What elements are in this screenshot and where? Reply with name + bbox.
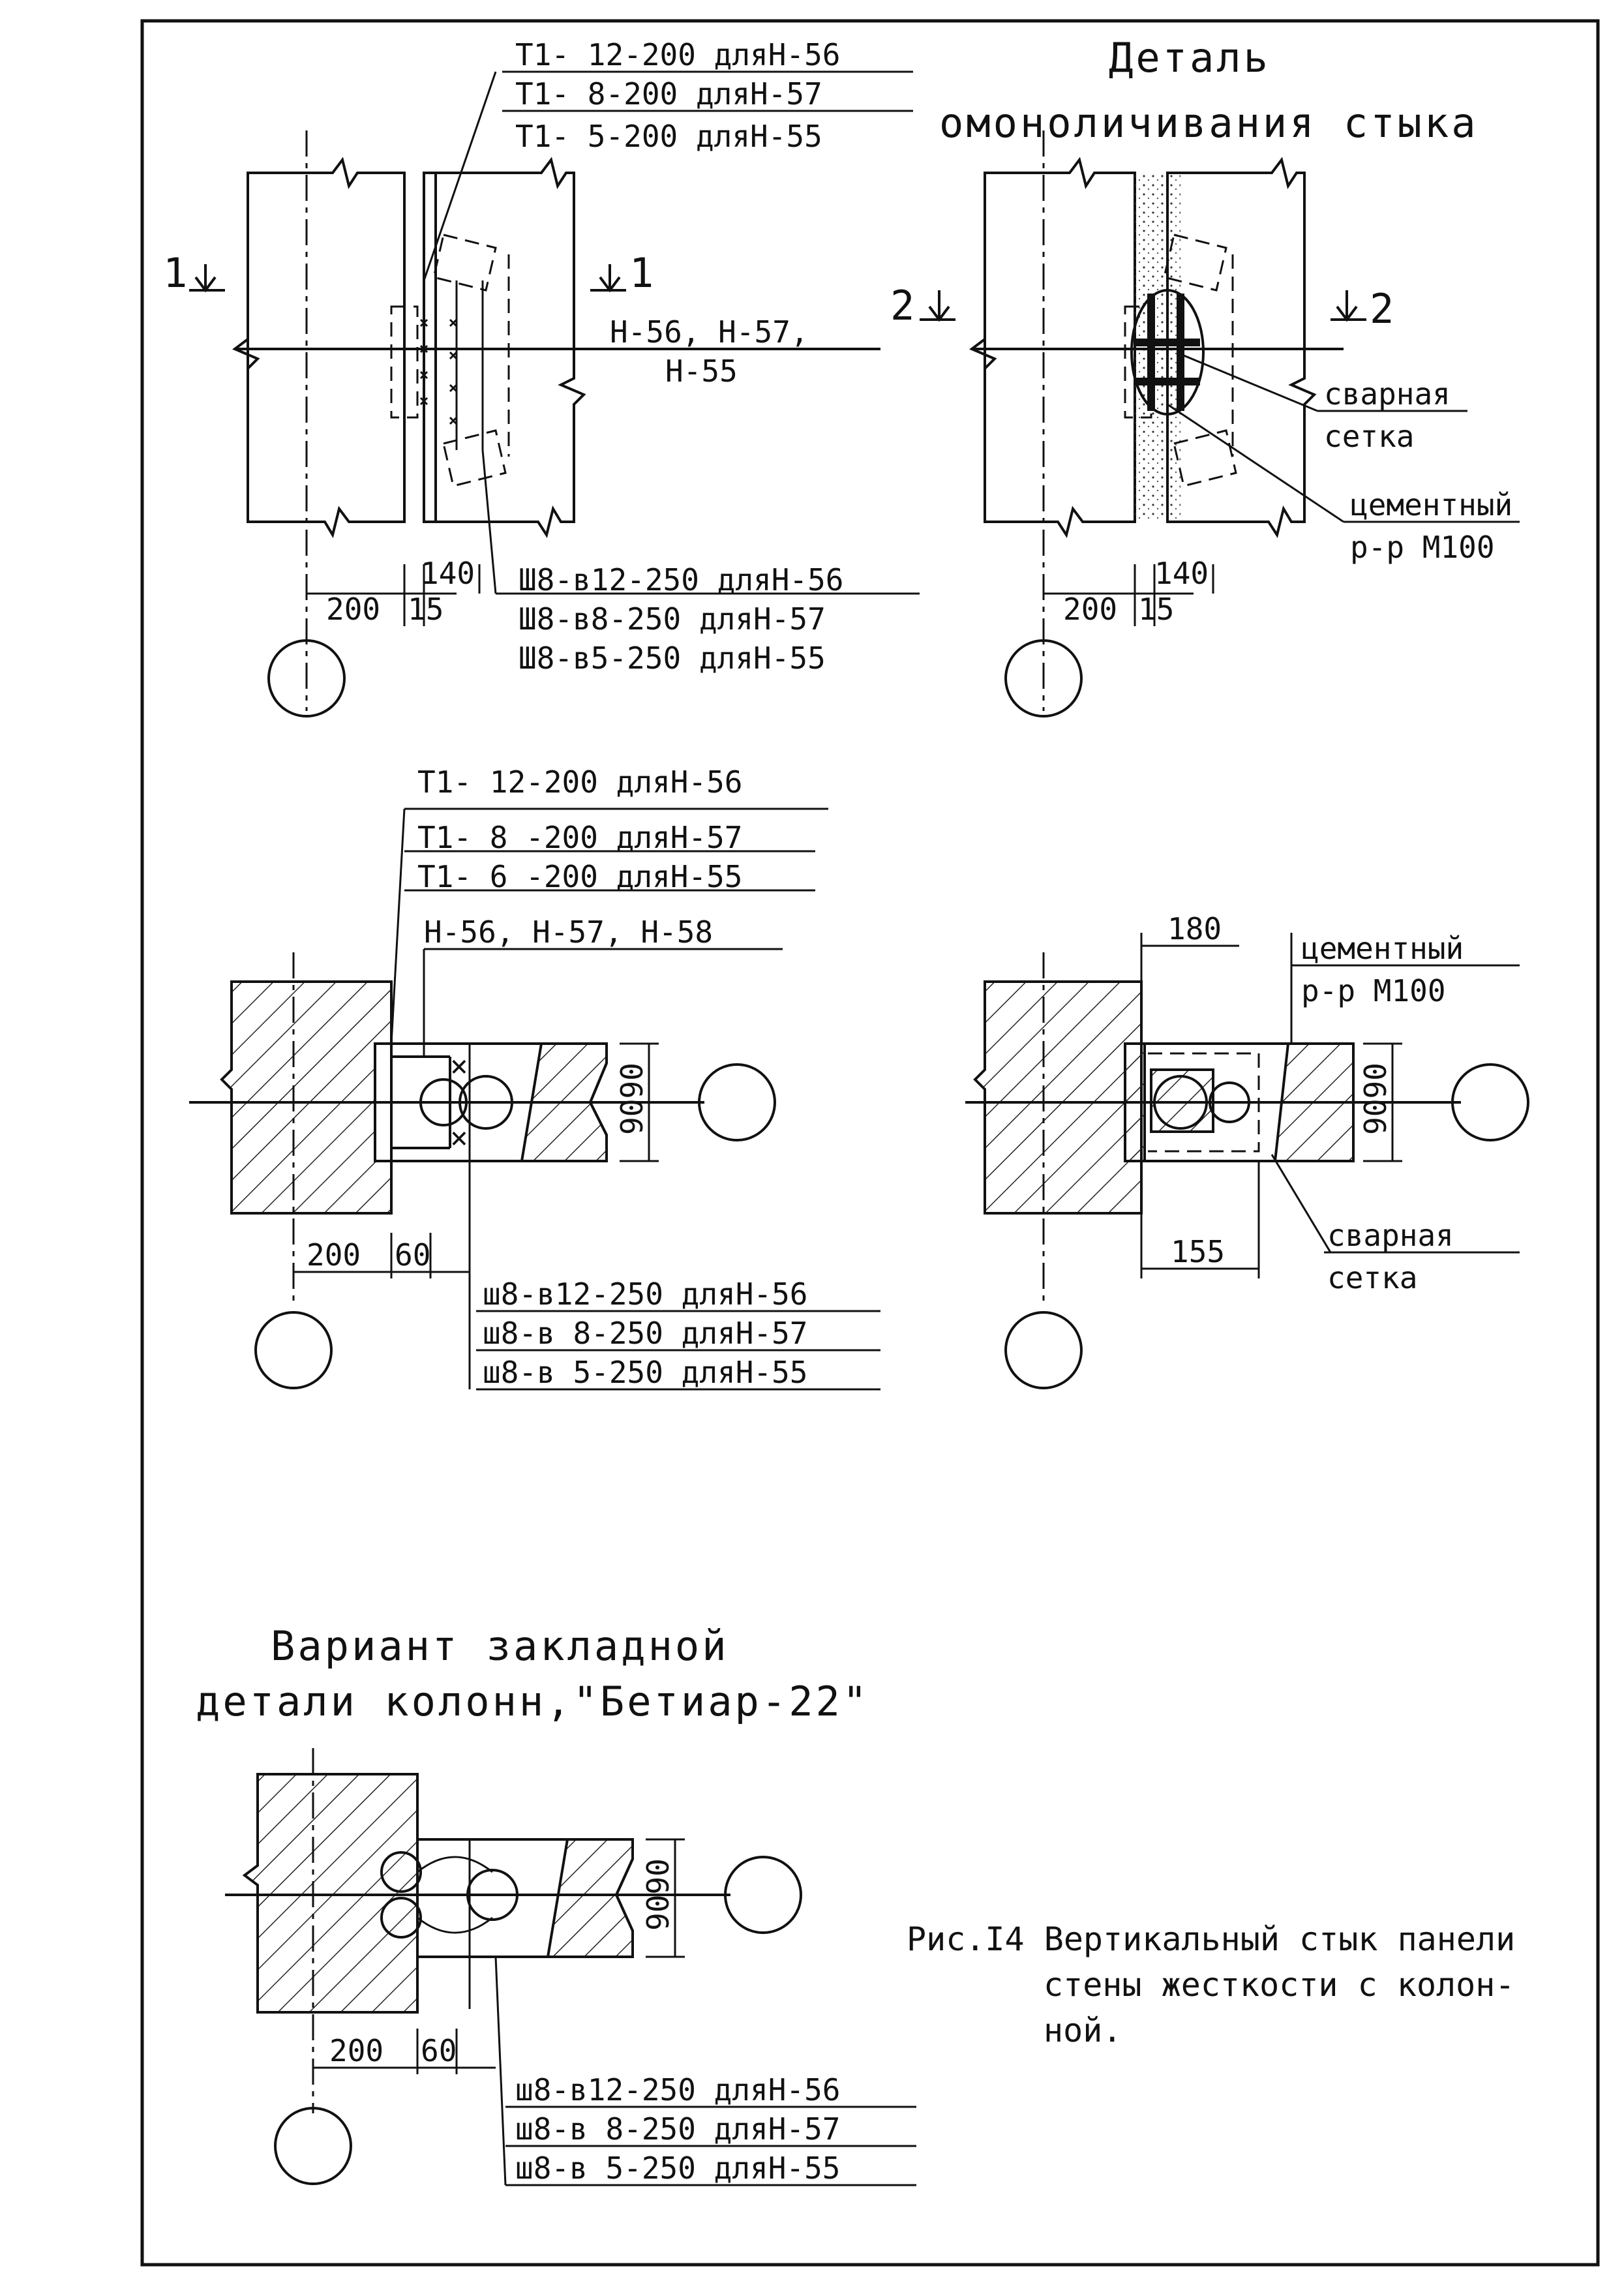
label-variant-bottom-3: ш8-в 5-250 дляН-55 (515, 2151, 841, 2186)
label-mr-mesh-1: сварная (1327, 1218, 1454, 1253)
cross-mark-ml-1: × (450, 1048, 468, 1083)
dim-tl-15: 15 (408, 592, 444, 627)
dim-variant-9090: 9090 (640, 1858, 676, 1931)
title-variant-1: Вариант закладной (271, 1622, 729, 1670)
section-mark-tr-left: 2 (890, 282, 917, 329)
detail-top-left: Т1- 12-200 дляН-56 Т1- 8-200 дляН-57 Т1-… (163, 37, 920, 718)
detail-variant: Вариант закладной детали колонн,"Бетиар-… (196, 1622, 916, 2186)
dim-tl-140: 140 (421, 556, 475, 591)
dim-tr-140: 140 (1154, 556, 1209, 591)
label-mr-mesh-2: сетка (1327, 1260, 1417, 1295)
title-tr-1: Деталь (1109, 34, 1271, 82)
label-tl-h-2: Н-55 (665, 354, 738, 389)
dim-ml-200: 200 (307, 1237, 361, 1273)
cross-mark-ml-2: × (450, 1120, 468, 1155)
title-tr-2: омоноличивания стыка (939, 99, 1479, 147)
label-ml-bottom-3: ш8-в 5-250 дляН-55 (483, 1355, 808, 1390)
caption-line-2: стены жесткости с колон- (1044, 1966, 1514, 2004)
label-ml-top-3: Т1- 6 -200 дляН-55 (417, 859, 743, 894)
section-mark-tl-right: 1 (629, 249, 656, 297)
dim-variant-60: 60 (421, 2033, 457, 2068)
label-ml-top-2: Т1- 8 -200 дляН-57 (417, 820, 743, 855)
label-tl-top-2: Т1- 8-200 дляН-57 (515, 76, 822, 112)
label-tl-top-1: Т1- 12-200 дляН-56 (515, 37, 841, 72)
dim-tr-200: 200 (1063, 592, 1117, 627)
caption-line-1: Рис.I4 Вертикальный стык панели (907, 1920, 1515, 1958)
label-tr-mortar-1: цементный (1350, 487, 1512, 522)
label-ml-bottom-2: ш8-в 8-250 дляН-57 (483, 1316, 808, 1351)
label-ml-bottom-1: ш8-в12-250 дляН-56 (483, 1276, 808, 1312)
label-ml-top-4: Н-56, Н-57, Н-58 (424, 914, 713, 950)
label-tl-h-1: Н-56, Н-57, (610, 314, 809, 350)
dim-mr-9090: 9090 (1358, 1063, 1393, 1135)
dim-tr-15: 15 (1138, 592, 1174, 627)
detail-mid-left: Т1- 12-200 дляН-56 Т1- 8 -200 дляН-57 Т1… (189, 764, 880, 1391)
label-variant-bottom-2: ш8-в 8-250 дляН-57 (515, 2111, 841, 2147)
label-mr-mortar-2: р-р М100 (1301, 973, 1446, 1008)
label-tr-mesh-2: сетка (1324, 419, 1414, 454)
dim-ml-60: 60 (395, 1237, 430, 1273)
section-mark-tr-right: 2 (1370, 285, 1396, 333)
label-tl-top-3: Т1- 5-200 дляН-55 (515, 119, 822, 154)
caption-line-3: ной. (1044, 2012, 1122, 2049)
label-tl-bottom-1: Ш8-в12-250 дляН-56 (519, 562, 844, 597)
label-ml-top-1: Т1- 12-200 дляН-56 (417, 764, 743, 800)
label-tr-mortar-2: р-р М100 (1350, 530, 1495, 565)
sheet-frame (140, 19, 1600, 2267)
section-mark-tl-left: 1 (163, 249, 190, 297)
detail-mid-right: 180 цементный р-р М100 9090 сварная сетк… (965, 911, 1529, 1389)
figure-caption: Рис.I4 Вертикальный стык панели стены же… (907, 1920, 1515, 2049)
dim-ml-9090: 9090 (614, 1063, 650, 1135)
label-tr-mesh-1: сварная (1324, 376, 1451, 412)
dim-mr-155: 155 (1171, 1234, 1225, 1269)
dim-tl-200: 200 (326, 592, 380, 627)
dim-variant-200: 200 (329, 2033, 383, 2068)
label-variant-bottom-1: ш8-в12-250 дляН-56 (515, 2072, 841, 2107)
title-variant-2: детали колонн,"Бетиар-22" (196, 1678, 869, 1725)
label-tl-bottom-3: Ш8-в5-250 дляН-55 (519, 641, 826, 676)
detail-top-right: Деталь омоноличивания стыка 2 2 сварная … (890, 34, 1520, 718)
label-tl-bottom-2: Ш8-в8-250 дляН-57 (519, 601, 826, 637)
label-mr-mortar-1: цементный (1301, 931, 1464, 966)
dim-mr-180: 180 (1167, 911, 1222, 946)
